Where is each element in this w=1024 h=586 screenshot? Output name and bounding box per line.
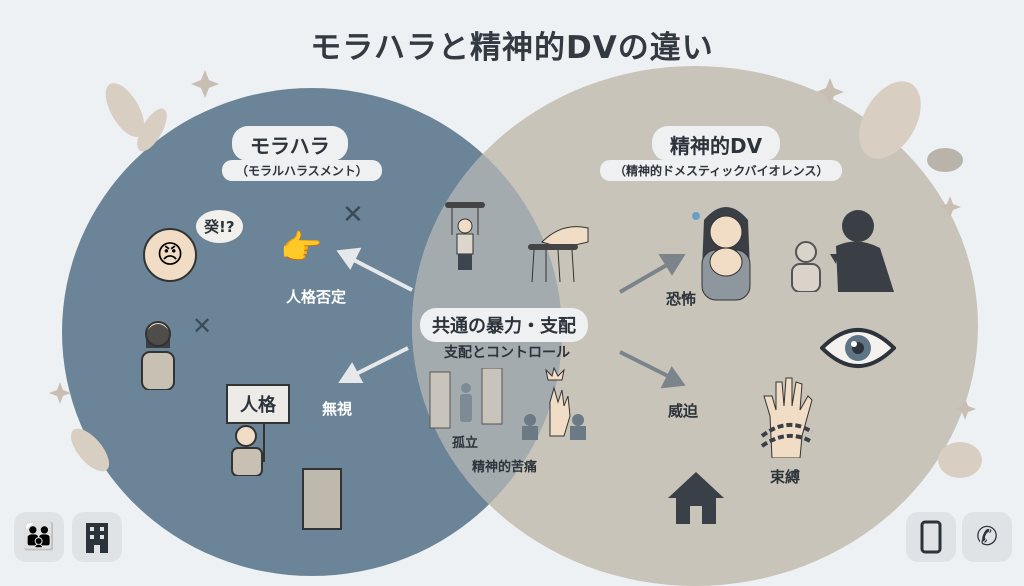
- crown-hand-crowd-icon: [520, 366, 586, 440]
- isolation-walls-icon: [428, 368, 504, 430]
- left-heading: モラハラ: [250, 134, 330, 158]
- eye-icon: [820, 324, 896, 372]
- overlap-region: [49, 70, 982, 572]
- label-personality-denial: 人格否定: [286, 288, 347, 306]
- label-isolation: 孤立: [452, 436, 479, 451]
- left-heading-box: モラハラ: [232, 126, 348, 161]
- building-icon: [302, 468, 342, 530]
- speech-bubble: 癸!?: [196, 210, 243, 243]
- sparkle-icon: [49, 70, 976, 420]
- distressed-person-icon: [136, 318, 180, 390]
- puppet-control-hand-icon: [522, 222, 592, 282]
- crying-woman-icon: [688, 200, 764, 306]
- right-heading: 精神的DV: [670, 134, 763, 158]
- smartphone-icon: [906, 512, 956, 562]
- protest-sign-icon: 人格: [226, 384, 292, 476]
- pointing-finger-icon: 👉: [280, 228, 323, 268]
- marionette-icon: [440, 190, 490, 270]
- label-restraint: 束縛: [770, 468, 801, 486]
- threatening-figure-icon: [786, 206, 896, 292]
- house-icon: [666, 470, 726, 526]
- angry-face-icon: 😠: [143, 228, 197, 282]
- label-fear: 恐怖: [666, 290, 697, 308]
- label-intimidation: 威迫: [668, 402, 699, 420]
- arrows: [336, 247, 413, 383]
- right-heading-box: 精神的DV: [652, 126, 781, 161]
- cross-icon: ✕: [342, 200, 364, 230]
- leaf-decoration-icon: [70, 81, 982, 478]
- cross-icon: ✕: [192, 312, 213, 340]
- left-subheading: （モラルハラスメント）: [222, 160, 382, 181]
- right-subheading: （精神的ドメスティックバイオレンス）: [600, 160, 843, 181]
- family-icon: 👪: [14, 512, 64, 562]
- center-heading: 共通の暴力・支配: [420, 308, 588, 342]
- chained-hand-icon: [760, 376, 814, 458]
- phone-call-icon: ✆: [962, 512, 1012, 562]
- sign-text: 人格: [226, 384, 290, 424]
- page-title: モラハラと精神的DVの違い: [310, 30, 714, 66]
- center-subheading: 支配とコントロール: [444, 345, 570, 361]
- label-ignore: 無視: [322, 400, 353, 418]
- label-mental-suffering: 精神的苦痛: [472, 460, 538, 475]
- office-building-icon: [72, 512, 122, 562]
